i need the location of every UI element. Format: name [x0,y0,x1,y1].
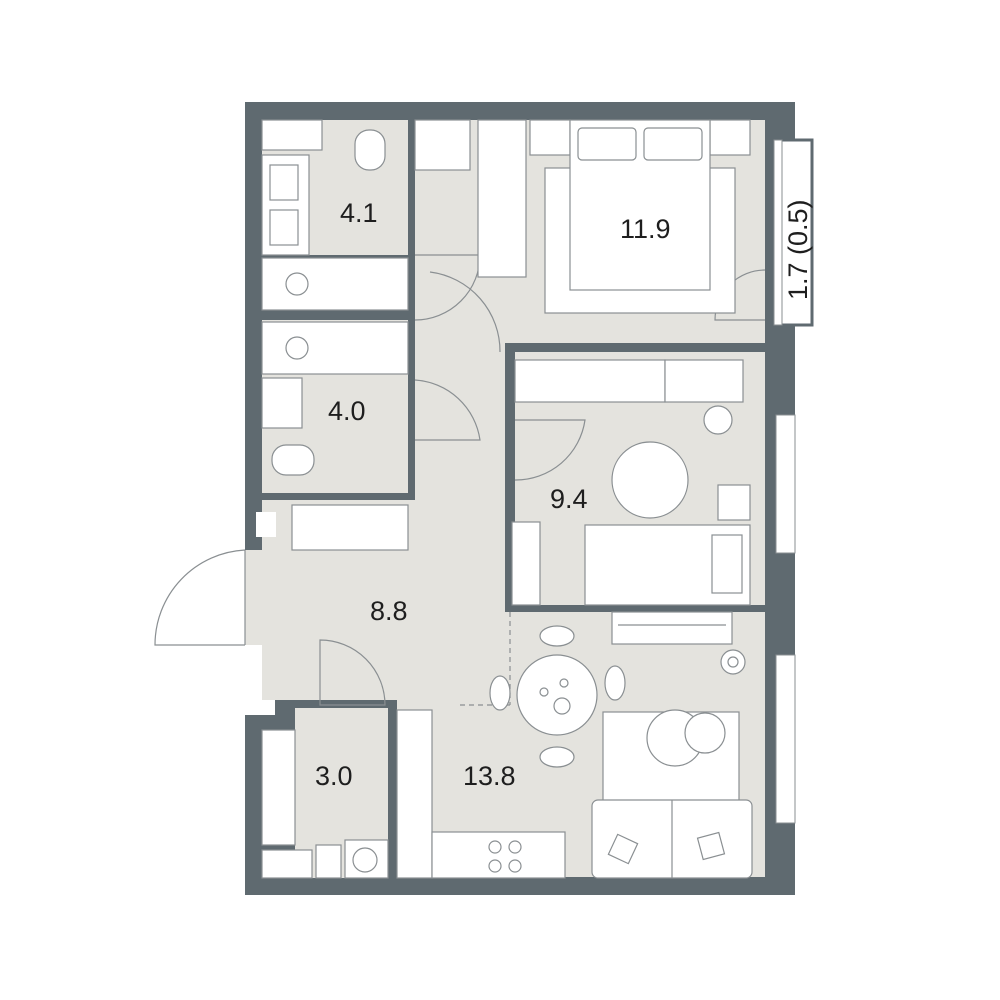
tv-stand [611,611,733,645]
bedroom-2-door [514,419,586,481]
shelf [261,119,323,151]
stove-icon [488,840,522,873]
wardrobe-hangers [477,119,527,278]
round-rug [611,441,689,519]
toilet-icon [271,444,315,476]
balcony [778,138,814,327]
corridor-door [429,271,501,353]
area-label-living-kitchen: 13.8 [463,761,516,791]
wardrobe [514,359,666,403]
sink-icon [261,377,303,429]
nightstand [529,119,571,156]
area-label-bathroom-2: 4.0 [328,396,366,426]
area-label-storage: 3.0 [315,761,353,791]
entrance-opening [245,550,265,645]
area-label-hallway: 8.8 [370,596,408,626]
area-label-bedroom-1: 11.9 [620,214,671,244]
wardrobe [414,119,471,171]
area-label-bedroom-2: 9.4 [550,484,588,514]
nightstand [717,484,751,521]
kitchen-counter [396,709,433,879]
storage-door [319,639,386,706]
hall-wardrobe [291,504,409,551]
bathtub-icon [261,321,409,375]
window [775,414,796,554]
furniture [256,119,753,879]
window [775,654,796,824]
chair [703,405,733,435]
entrance-door [154,549,246,646]
plant-icon [720,649,746,675]
desk [664,359,744,403]
room-corridor [415,270,505,510]
windows [773,139,796,824]
toilet-icon [354,129,386,171]
storage-shelf [261,729,296,846]
bathtub-icon [261,257,409,311]
area-label-balcony: 1.7 (0.5) [783,199,813,300]
area-label-bathroom-1: 4.1 [340,198,378,228]
balcony-door [773,139,783,326]
bathroom-2-door [414,379,481,441]
nightstand [709,119,751,156]
dining-table-icon [489,625,626,768]
shelf [511,521,541,606]
